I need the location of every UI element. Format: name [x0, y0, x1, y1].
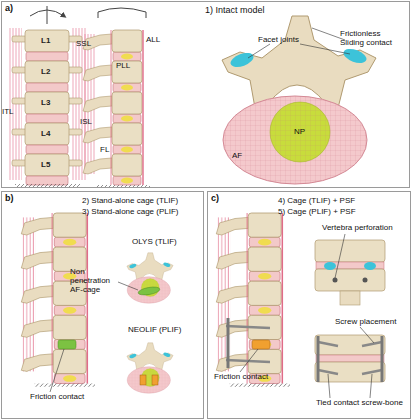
fixation-rod	[381, 336, 384, 382]
vertebra-level	[12, 154, 82, 185]
panel-title: 5) Cage (PLIF) + PSF	[278, 208, 408, 217]
part-label: FL	[100, 146, 109, 155]
perforation	[333, 278, 338, 283]
vertebral-body	[315, 269, 385, 291]
pedicle-screw	[318, 370, 338, 374]
level-label: L4	[41, 130, 50, 139]
level-label: L5	[41, 161, 50, 170]
part-label: ISL	[80, 118, 92, 127]
inset-top-view	[127, 253, 173, 303]
inset-top-view	[127, 343, 173, 393]
part-label: Non penetration AF-cage	[70, 268, 122, 294]
part-label: OLYS (TLIF)	[132, 238, 202, 247]
part-label: Friction contact	[214, 373, 274, 382]
side-spine	[21, 213, 95, 387]
disc	[316, 355, 384, 362]
level-label: L3	[41, 99, 50, 108]
axis-line	[47, 6, 48, 24]
panel-title: 3) Stand-alone cage (PLIF)	[82, 208, 204, 217]
tlif-cage	[138, 286, 161, 297]
panel-letter: a)	[5, 4, 13, 14]
vertebra-level	[12, 30, 82, 61]
fixation-rod	[227, 318, 230, 368]
side-spine	[216, 213, 290, 387]
vertebra-level	[12, 61, 82, 92]
vertebral-body	[315, 362, 385, 382]
level-label: L2	[41, 68, 50, 77]
fixation-rod	[317, 336, 320, 382]
pedicle-screw	[226, 326, 270, 328]
leader-line	[118, 282, 138, 290]
part-label: SSL	[76, 40, 91, 49]
vertebra-level	[12, 123, 82, 154]
plif-cage	[252, 340, 270, 349]
vertebral-body	[315, 335, 385, 355]
spinous-process	[340, 291, 360, 305]
pedicle-screw	[362, 342, 382, 346]
part-label: Screw placement	[335, 318, 407, 327]
perforation	[363, 278, 368, 283]
leader-line	[240, 349, 258, 372]
part-label: ALL	[146, 36, 160, 45]
part-label: Facet joints	[258, 36, 308, 45]
disc	[316, 262, 384, 269]
part-label: NP	[294, 128, 305, 137]
panel-letter: c)	[211, 194, 219, 204]
part-label: ITL	[2, 108, 14, 117]
leader-line	[50, 349, 64, 392]
part-label: Friction contact	[30, 393, 100, 402]
part-label: NEOLIF (PLIF)	[128, 326, 198, 335]
pedicle-screw	[362, 370, 382, 374]
part-label: PLL	[116, 62, 130, 71]
pedicle-screw	[318, 342, 338, 346]
leader-line	[328, 374, 330, 398]
facet-joint	[324, 262, 336, 270]
facet-joint	[364, 262, 376, 270]
part-label: AF	[232, 152, 242, 161]
vertebral-body	[315, 240, 385, 262]
panel-title: 1) Intact model	[205, 6, 325, 16]
panel-letter: b)	[5, 194, 14, 204]
moment-bracket	[98, 8, 146, 18]
panel-title: 2) Stand-alone cage (TLIF)	[82, 197, 204, 206]
fixed-base	[15, 184, 80, 187]
part-label: Vertebra perforation	[322, 224, 407, 233]
leader-line	[360, 327, 374, 343]
plif-cage	[152, 375, 158, 385]
part-label: Frictionless Sliding contact	[340, 30, 402, 48]
part-label: Tied contact screw-bone	[316, 399, 406, 408]
leader-line	[248, 44, 270, 58]
leader-line	[335, 234, 345, 278]
tlif-cage	[58, 340, 76, 349]
panel-title: 4) Cage (TLIF) + PSF	[278, 197, 408, 206]
level-label: L1	[41, 37, 50, 46]
panel-box: b) 2) Stand-alone cage (TLIF) 3) Stand-alo…	[1, 191, 204, 419]
leader-line	[370, 374, 372, 398]
plif-cage	[140, 375, 146, 385]
vertebra-level	[12, 92, 82, 123]
side-spine	[83, 30, 150, 188]
